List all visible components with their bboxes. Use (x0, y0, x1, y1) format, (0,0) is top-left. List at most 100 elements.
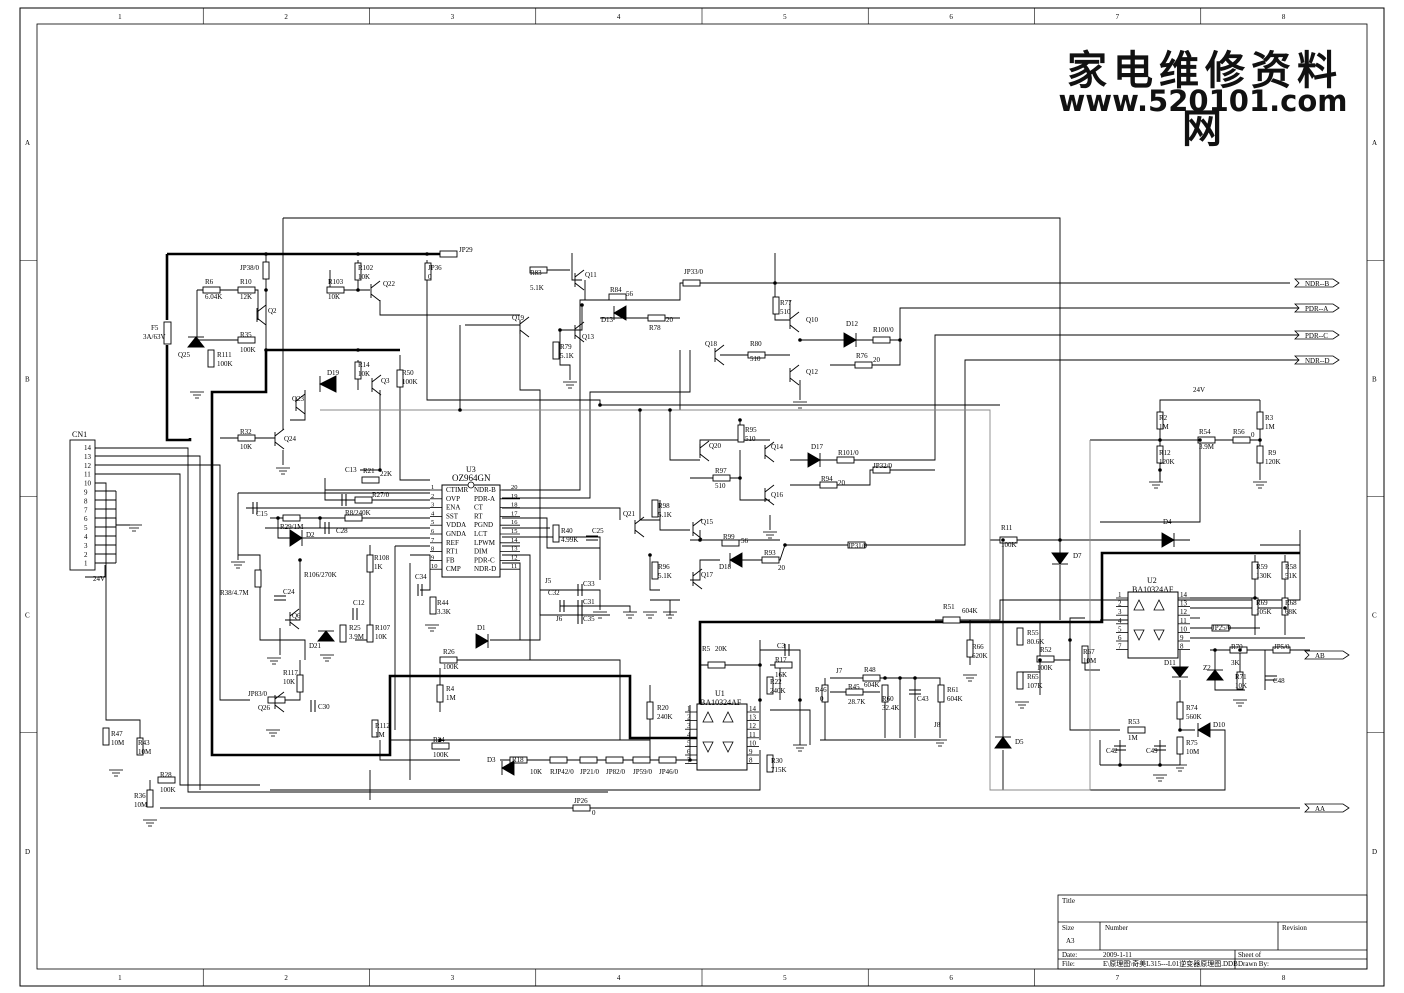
size-label: Size (1062, 924, 1074, 932)
u3-pin-number: 6 (431, 528, 435, 535)
component-label: 5.1K (560, 352, 574, 360)
diode-symbols (187, 305, 1224, 776)
u3-ref: U3 (466, 465, 476, 474)
component-label: C24 (283, 588, 295, 596)
component-label: R65 (1027, 673, 1039, 681)
component-label: R51 (943, 603, 955, 611)
component-label: R76 (856, 352, 868, 360)
opamp-pin-number: 7 (1118, 643, 1122, 651)
border-col-bottom: 4 (617, 974, 621, 982)
u3-pin-name: CT (474, 504, 484, 512)
port-label: NDR--D (1305, 357, 1330, 365)
u3-pin-name: CTIMR (446, 486, 469, 494)
watermark-url: www.520101.com (1058, 84, 1348, 118)
component-label: R77 (780, 299, 792, 307)
component-label: Q6 (292, 612, 301, 620)
u1-part: BA10324AF (700, 698, 742, 707)
component-label: JP26 (574, 797, 588, 805)
opamp-pin-number: 14 (1180, 591, 1188, 599)
component-label: J5 (545, 577, 552, 585)
opamp-pin-number: 2 (1118, 600, 1122, 608)
border-col-top: 5 (783, 13, 787, 21)
opamp-pin-number: 6 (1118, 634, 1122, 642)
u3-pin-name: LCT (474, 530, 488, 538)
component-label: 10M (134, 801, 148, 809)
component-label: 10K (358, 273, 370, 281)
component-label: Q11 (585, 271, 597, 279)
u3-pin-number: 3 (431, 502, 434, 509)
component-label: JP83/0 (248, 690, 268, 698)
component-label: Q22 (383, 280, 396, 288)
file-label: File: (1062, 960, 1075, 968)
opamp-pin-number: 14 (749, 705, 757, 713)
component-label: R21 (363, 467, 375, 475)
opamp-pin-number: 6 (687, 748, 691, 756)
component-label: R78 (649, 324, 661, 332)
u3-pin-number: 16 (511, 519, 518, 526)
u3-pin-number: 1 (431, 484, 434, 491)
component-label: Q24 (284, 435, 297, 443)
number-label: Number (1105, 924, 1129, 932)
component-label: R46 (815, 686, 827, 694)
component-label: D5 (1015, 738, 1024, 746)
component-label: 1M (1159, 423, 1170, 431)
capacitor-symbols (252, 494, 1277, 751)
component-label: 510 (750, 355, 761, 363)
component-label: 22K (380, 470, 392, 478)
port-symbol (1304, 803, 1350, 813)
component-label: 10M (111, 739, 125, 747)
component-label: C3 (777, 642, 786, 650)
component-label: C48 (1273, 677, 1285, 685)
component-label: R84 (610, 286, 622, 294)
component-label: JP59/0 (633, 768, 653, 776)
component-label: C13 (345, 466, 357, 474)
component-label: R24 (433, 736, 445, 744)
component-label: 10K (530, 768, 542, 776)
component-label: R10 (240, 278, 252, 286)
component-label: JP32/0 (873, 462, 893, 470)
component-label: J6 (556, 615, 563, 623)
component-label: Q10 (806, 316, 819, 324)
u3-pin-number: 19 (511, 493, 518, 500)
component-label: Q18 (705, 340, 718, 348)
opamp-pin-number: 13 (749, 714, 757, 722)
resistor-symbols (102, 250, 1291, 812)
component-label: R112 (375, 722, 390, 730)
opamp-pin-number: 10 (1180, 625, 1188, 633)
component-label: 20 (873, 356, 881, 364)
component-label: R5 (702, 645, 711, 653)
component-label: R20 (657, 704, 669, 712)
opamp-pin-number: 13 (1180, 600, 1188, 608)
opamp-pin-number: 10 (749, 739, 757, 747)
component-label: Q3 (381, 377, 390, 385)
component-label: 130K (1256, 572, 1272, 580)
port-label: NDR--B (1305, 280, 1329, 288)
component-label: R2 (1159, 414, 1168, 422)
opamp-pin-number: 12 (749, 722, 757, 730)
component-label: JP36 (428, 264, 442, 272)
date-value: 2009-1-11 (1103, 951, 1132, 959)
component-label: R79 (560, 343, 572, 351)
border-col-bottom: 5 (783, 974, 787, 982)
connector-pin-number: 1 (84, 560, 88, 568)
u2-ref: U2 (1147, 576, 1157, 585)
watermark-chinese: 家电维修资料网 (1067, 47, 1343, 152)
component-label: R69 (1256, 599, 1268, 607)
transistor-symbols (256, 269, 800, 713)
component-label: 3A/63V (143, 333, 166, 341)
component-label: 10K (358, 370, 370, 378)
u3-pin-number: 12 (511, 554, 518, 561)
component-label: R102 (358, 264, 374, 272)
junction-dots (195, 252, 1287, 767)
component-label: 10K (240, 443, 252, 451)
u3-pin-number: 15 (511, 528, 518, 535)
u3-pin-name: ENA (446, 504, 460, 512)
border-col-bottom: 7 (1116, 974, 1120, 982)
component-label: Q25 (178, 351, 191, 359)
